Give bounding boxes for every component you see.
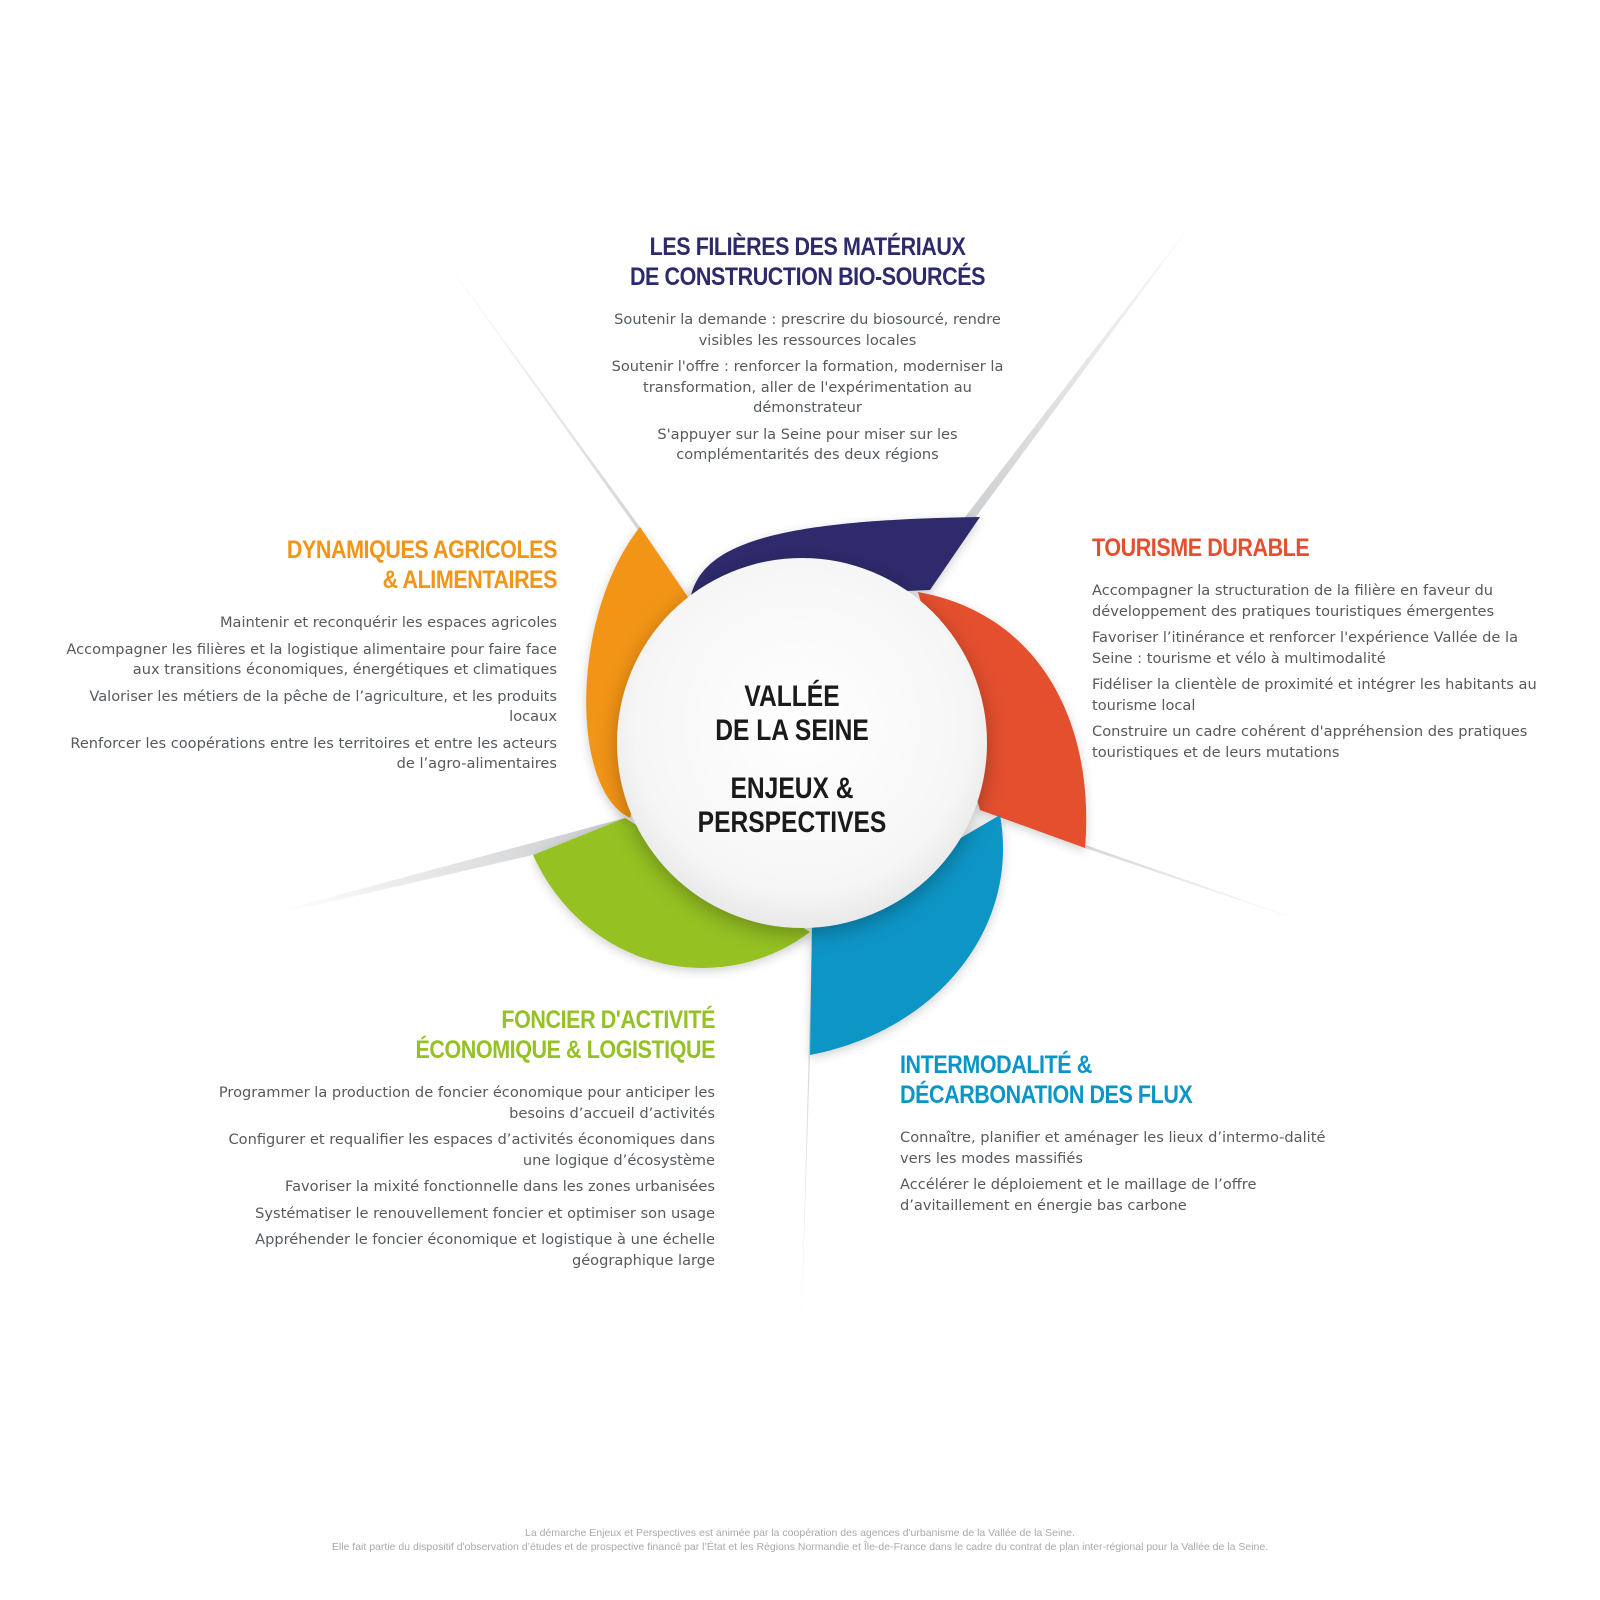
item-list: Connaître, planifier et aménager les lie… [900, 1128, 1350, 1216]
center-line: PERSPECTIVES [697, 806, 887, 839]
petal-green [533, 818, 810, 968]
block-economic-land: FONCIER D'ACTIVITÉ ÉCONOMIQUE & LOGISTIQ… [205, 1005, 716, 1277]
footer-note: La démarche Enjeux et Perspectives est a… [0, 1526, 1600, 1554]
blade-shadow-right [1000, 815, 1372, 945]
list-item: Fidéliser la clientèle de proximité et i… [1092, 676, 1537, 714]
center-title: VALLÉE DE LA SEINE ENJEUX & PERSPECTIVES [657, 680, 928, 840]
block-title: FONCIER D'ACTIVITÉ ÉCONOMIQUE & LOGISTIQ… [276, 1005, 716, 1065]
center-line: VALLÉE [744, 680, 840, 713]
list-item: Favoriser l’itinérance et renforcer l'ex… [1092, 629, 1519, 667]
list-item: Accompagner la structuration de la filiè… [1092, 582, 1495, 620]
center-line: DE LA SEINE [715, 714, 869, 747]
list-item: Connaître, planifier et aménager les lie… [900, 1129, 1326, 1167]
list-item: Maintenir et reconquérir les espaces agr… [219, 614, 557, 631]
list-item: S'appuyer sur la Seine pour miser sur le… [657, 425, 958, 464]
blade-shadow-left [208, 818, 625, 930]
title-line: ÉCONOMIQUE & LOGISTIQUE [415, 1036, 716, 1064]
list-item: Construire un cadre cohérent d'appréhens… [1092, 723, 1528, 761]
block-intermodality: INTERMODALITÉ & DÉCARBONATION DES FLUX C… [900, 1050, 1350, 1222]
item-list: Soutenir la demande : prescrire du bioso… [600, 310, 1015, 466]
block-title: DYNAMIQUES AGRICOLES & ALIMENTAIRES [121, 535, 558, 595]
list-item: Renforcer les coopérations entre les ter… [70, 734, 557, 773]
list-item: Soutenir l'offre : renforcer la formatio… [611, 358, 1004, 416]
list-item: Valoriser les métiers de la pêche de l’a… [89, 687, 557, 726]
block-title: INTERMODALITÉ & DÉCARBONATION DES FLUX [900, 1050, 1287, 1110]
title-line: TOURISME DURABLE [1092, 534, 1310, 562]
title-line: DYNAMIQUES AGRICOLES [286, 536, 558, 564]
list-item: Accompagner les filières et la logistiqu… [66, 640, 557, 679]
item-list: Programmer la production de foncier écon… [205, 1083, 715, 1271]
list-item: Configurer et requalifier les espaces d’… [228, 1131, 715, 1169]
center-circle [617, 558, 987, 928]
title-line: & ALIMENTAIRES [382, 566, 558, 594]
block-agricultural-dynamics: DYNAMIQUES AGRICOLES & ALIMENTAIRES Main… [50, 535, 557, 781]
item-list: Accompagner la structuration de la filiè… [1092, 581, 1562, 763]
block-title: TOURISME DURABLE [1092, 533, 1496, 563]
blade-shadow-bottom [800, 935, 812, 1370]
list-item: Accélérer le déploiement et le maillage … [900, 1176, 1257, 1214]
block-sustainable-tourism: TOURISME DURABLE Accompagner la structur… [1092, 533, 1562, 769]
title-line: INTERMODALITÉ & [900, 1051, 1092, 1079]
list-item: Soutenir la demande : prescrire du bioso… [614, 311, 1001, 349]
block-title: LES FILIÈRES DES MATÉRIAUX DE CONSTRUCTI… [629, 232, 986, 292]
blade-shadow-top-left [420, 225, 690, 603]
footer-line: La démarche Enjeux et Perspectives est a… [525, 1527, 1075, 1539]
list-item: Favoriser la mixité fonctionnelle dans l… [285, 1178, 715, 1195]
center-line: ENJEUX & [730, 772, 854, 805]
list-item: Programmer la production de foncier écon… [218, 1084, 715, 1122]
list-item: Systématiser le renouvellement foncier e… [255, 1204, 715, 1222]
item-list: Maintenir et reconquérir les espaces agr… [50, 613, 557, 775]
blade-shadow-top-right [922, 202, 1208, 590]
title-line: DÉCARBONATION DES FLUX [900, 1081, 1193, 1109]
title-line: FONCIER D'ACTIVITÉ [501, 1006, 715, 1034]
title-line: LES FILIÈRES DES MATÉRIAUX [649, 233, 966, 261]
footer-line: Elle fait partie du dispositif d'observa… [331, 1541, 1269, 1553]
petal-blue [810, 815, 1004, 1055]
list-item: Appréhender le foncier économique et log… [255, 1231, 715, 1269]
title-line: DE CONSTRUCTION BIO-SOURCÉS [629, 263, 986, 291]
block-biosourced-materials: LES FILIÈRES DES MATÉRIAUX DE CONSTRUCTI… [600, 232, 1015, 472]
